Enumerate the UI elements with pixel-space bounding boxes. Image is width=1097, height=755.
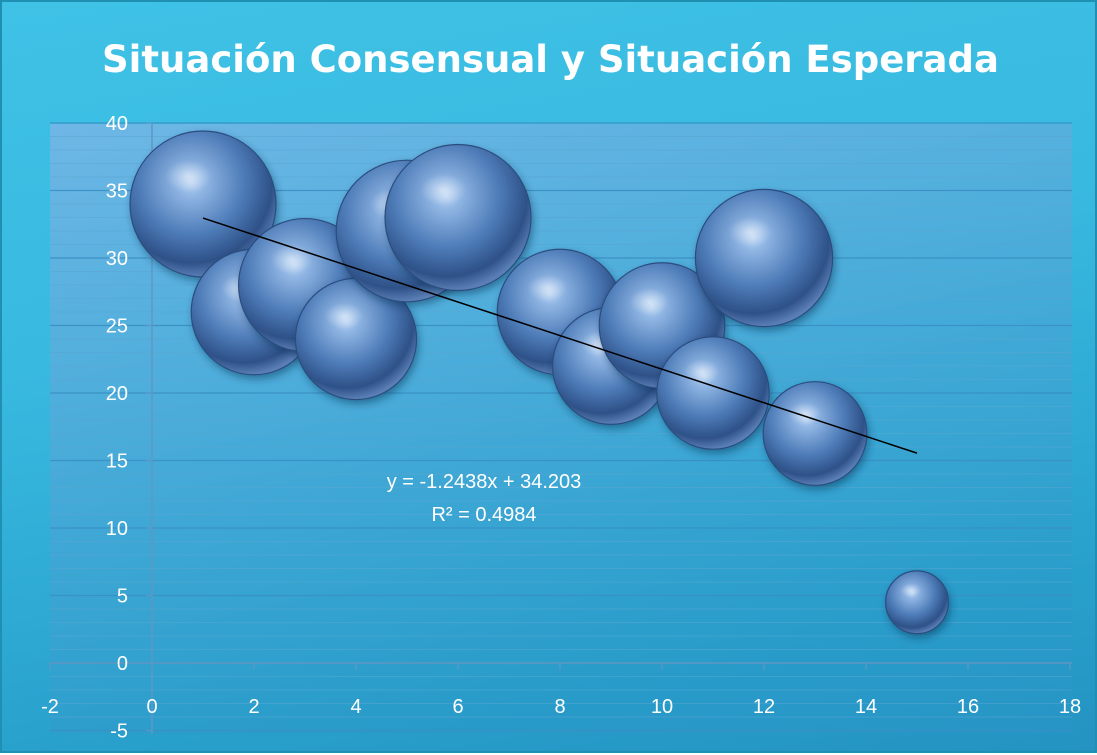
- x-tick-label: 4: [350, 696, 361, 718]
- bubble-layer: [129, 130, 949, 635]
- bubble-highlight: [728, 216, 773, 248]
- bubble-highlight: [629, 287, 670, 316]
- bubble-highlight: [527, 274, 568, 302]
- y-tick-label: 10: [106, 518, 128, 540]
- bubble-highlight: [165, 160, 212, 193]
- y-tick-label: 30: [106, 248, 128, 270]
- x-tick-label: 8: [554, 696, 565, 718]
- y-tick-label: 5: [117, 586, 128, 608]
- y-tick-label: 25: [106, 316, 128, 338]
- y-tick-label: 15: [106, 451, 128, 473]
- bubble-sphere: [694, 188, 834, 328]
- x-tick-label: 10: [651, 696, 673, 718]
- x-tick-label: 12: [753, 696, 775, 718]
- bubble-highlight: [324, 302, 364, 330]
- trendline: [202, 217, 918, 454]
- x-tick-label: 18: [1059, 696, 1081, 718]
- y-tick-label: 20: [106, 383, 128, 405]
- x-tick-label: 16: [957, 696, 979, 718]
- trendline-r-squared: R² = 0.4984: [431, 504, 536, 526]
- bubble-highlight: [683, 359, 720, 385]
- bubble: [762, 381, 868, 486]
- bubble: [129, 130, 277, 278]
- x-tick-label: 2: [248, 696, 259, 718]
- y-tick-label: -5: [110, 721, 128, 743]
- bubble-sphere: [762, 381, 868, 486]
- x-tick-label: 14: [855, 696, 877, 718]
- chart-title: Situación Consensual y Situación Esperad…: [102, 38, 999, 81]
- bubble: [656, 336, 770, 450]
- bubble-sphere: [885, 570, 949, 635]
- x-tick-label: 6: [452, 696, 463, 718]
- bubble-highlight: [420, 173, 467, 206]
- x-tick-label: -2: [41, 696, 59, 718]
- bubble-highlight: [270, 245, 313, 275]
- bubble-sphere: [656, 336, 770, 450]
- bubble: [885, 570, 949, 635]
- bubble-sphere: [384, 143, 532, 292]
- trendline-equation: y = -1.2438x + 34.203: [387, 471, 582, 493]
- y-tick-label: 0: [117, 653, 128, 675]
- bubble-highlight: [900, 583, 921, 598]
- bubble: [384, 143, 532, 292]
- x-tick-label: 0: [146, 696, 157, 718]
- y-tick-label: 40: [106, 113, 128, 135]
- bubble: [694, 188, 834, 328]
- bubble-highlight: [788, 402, 822, 426]
- y-tick-label: 35: [106, 181, 128, 203]
